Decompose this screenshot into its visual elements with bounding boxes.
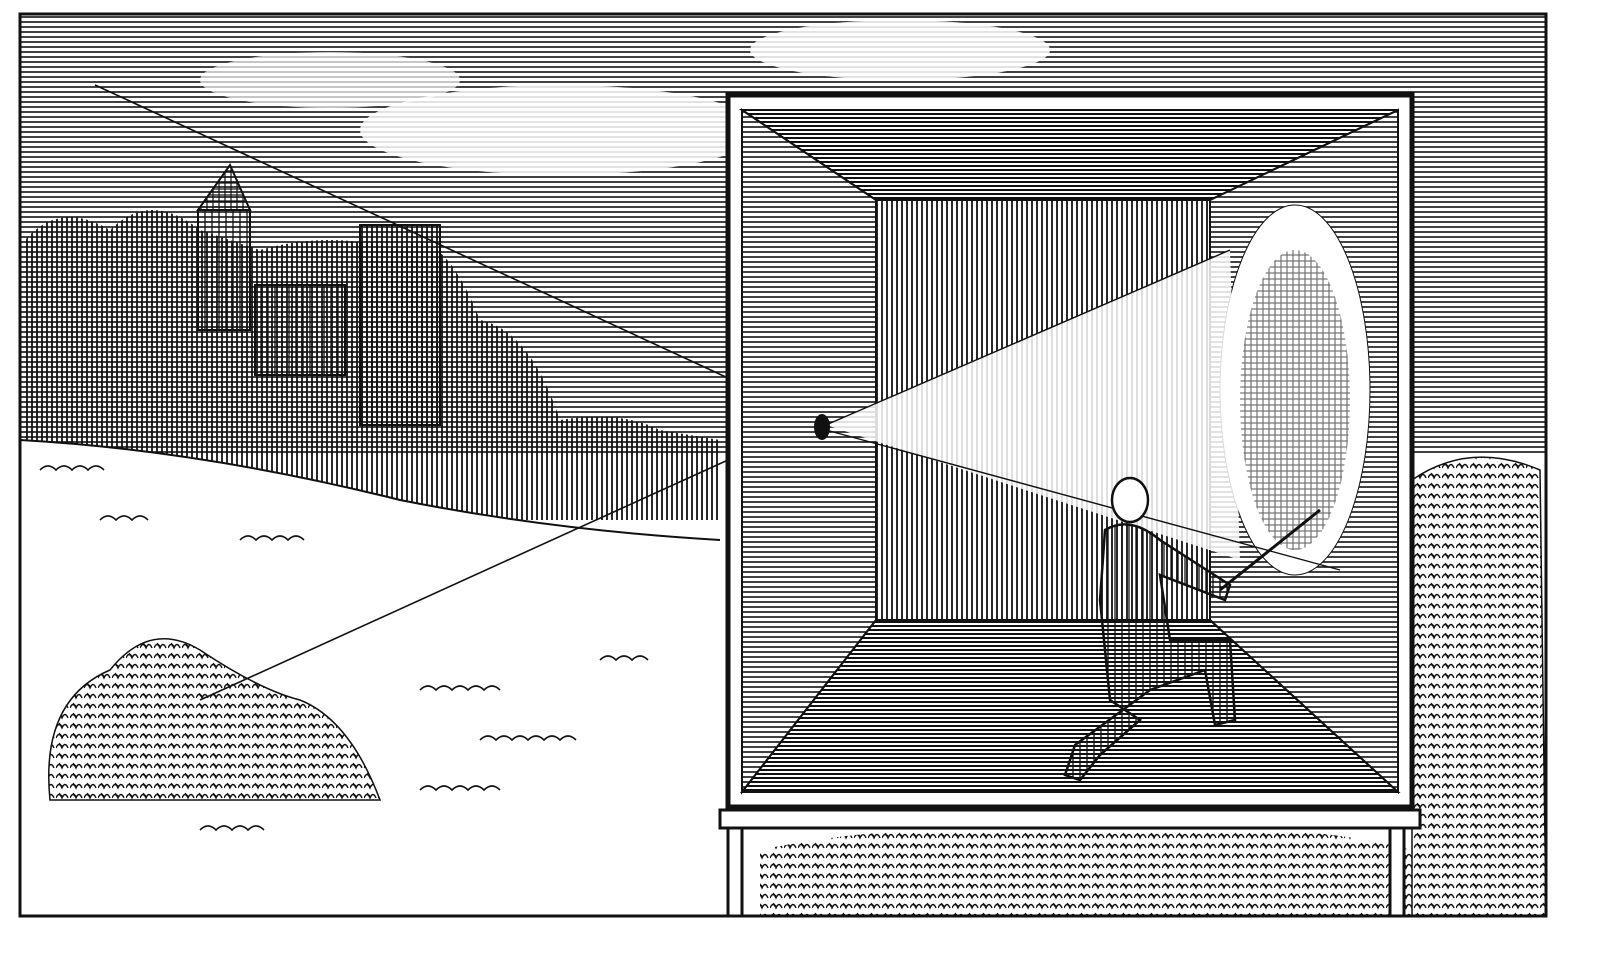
cloud — [200, 52, 460, 108]
light-ray — [825, 249, 1231, 426]
cloud — [360, 85, 760, 175]
castle-hall — [254, 284, 346, 376]
castle-tower — [197, 209, 251, 331]
hill-edge — [20, 439, 721, 541]
right-bush — [1411, 456, 1546, 916]
table-top — [718, 808, 1422, 830]
bush — [48, 638, 382, 801]
cloud — [750, 20, 1050, 80]
light-ray — [94, 84, 729, 379]
grass-strokes — [39, 465, 649, 832]
castle-spire — [196, 162, 252, 211]
projected-scene — [1240, 250, 1350, 550]
light-ray — [199, 459, 729, 701]
kneeling-figure — [1063, 476, 1321, 782]
light-ray — [825, 429, 1341, 571]
ground-scrub — [760, 827, 1412, 916]
pinhole — [814, 414, 830, 440]
table-leg — [1388, 826, 1406, 916]
castle-ruin — [359, 224, 441, 426]
table-leg — [726, 826, 744, 916]
frame-border — [18, 12, 1548, 918]
floor — [739, 619, 1401, 793]
